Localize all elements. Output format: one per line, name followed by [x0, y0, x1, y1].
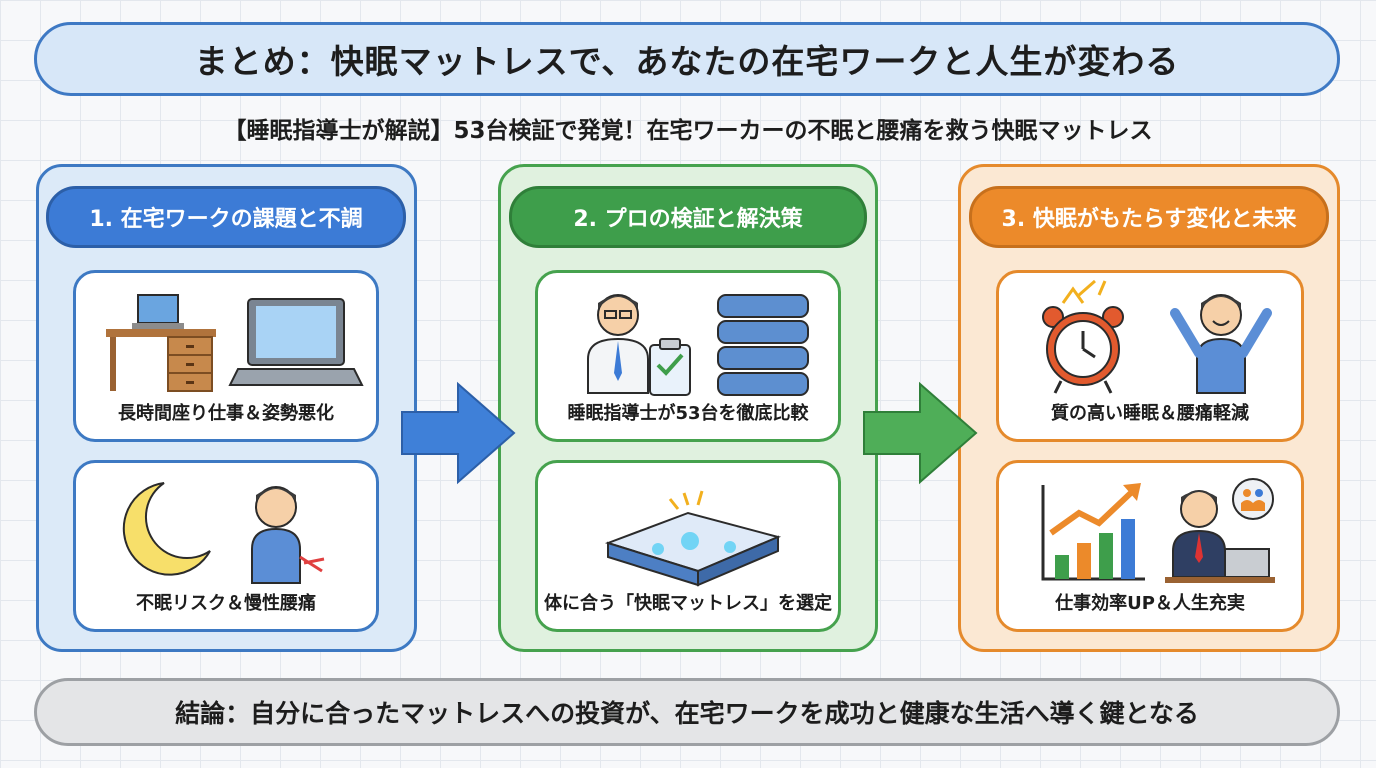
card-quality-sleep: 質の高い睡眠＆腰痛軽減 [996, 270, 1304, 442]
arrow-right-icon [863, 381, 978, 485]
card-caption: 質の高い睡眠＆腰痛軽減 [1051, 403, 1249, 424]
card-caption: 体に合う「快眠マットレス」を選定 [544, 593, 832, 614]
card-fit-mattress: 体に合う「快眠マットレス」を選定 [535, 460, 841, 632]
sleep-expert-icon [587, 294, 649, 394]
card-productivity: 仕事効率UP＆人生充実 [996, 460, 1304, 632]
card-insomnia-backpain: 不眠リスク＆慢性腰痛 [73, 460, 379, 632]
person-back-pain-icon [251, 486, 325, 584]
subtitle: 【睡眠指導士が解説】53台検証で発覚！在宅ワーカーの不眠と腰痛を救う快眠マットレ… [223, 118, 1153, 144]
card-caption: 仕事効率UP＆人生充実 [1055, 593, 1245, 614]
section-3-heading: 3. 快眠がもたらす変化と未来 [969, 186, 1329, 248]
conclusion-bar: 結論：自分に合ったマットレスへの投資が、在宅ワークを成功と健康な生活へ導く鍵とな… [34, 678, 1340, 746]
section-2-heading: 2. プロの検証と解決策 [509, 186, 867, 248]
arrow-right-icon [401, 381, 516, 485]
card-expert-comparison: 睡眠指導士が53台を徹底比較 [535, 270, 841, 442]
crescent-moon-icon [122, 482, 211, 576]
laptop-icon [228, 298, 364, 386]
alarm-clock-icon [1042, 279, 1124, 394]
card-desk-work: 長時間座り仕事＆姿勢悪化 [73, 270, 379, 442]
page-title: まとめ：快眠マットレスで、あなたの在宅ワークと人生が変わる [34, 22, 1340, 96]
happy-person-icon [1170, 294, 1272, 394]
glowing-mattress-icon [604, 490, 782, 587]
family-icon [1232, 478, 1274, 520]
card-caption: 睡眠指導士が53台を徹底比較 [567, 403, 809, 424]
growth-chart-icon [1041, 483, 1145, 581]
businessman-laptop-icon [1165, 490, 1275, 583]
card-caption: 不眠リスク＆慢性腰痛 [136, 593, 316, 614]
card-caption: 長時間座り仕事＆姿勢悪化 [118, 403, 334, 424]
mattress-stack-icon [717, 294, 809, 396]
section-1-heading: 1. 在宅ワークの課題と不調 [46, 186, 406, 248]
desk-icon [106, 294, 216, 392]
clipboard-check-icon [649, 338, 691, 396]
